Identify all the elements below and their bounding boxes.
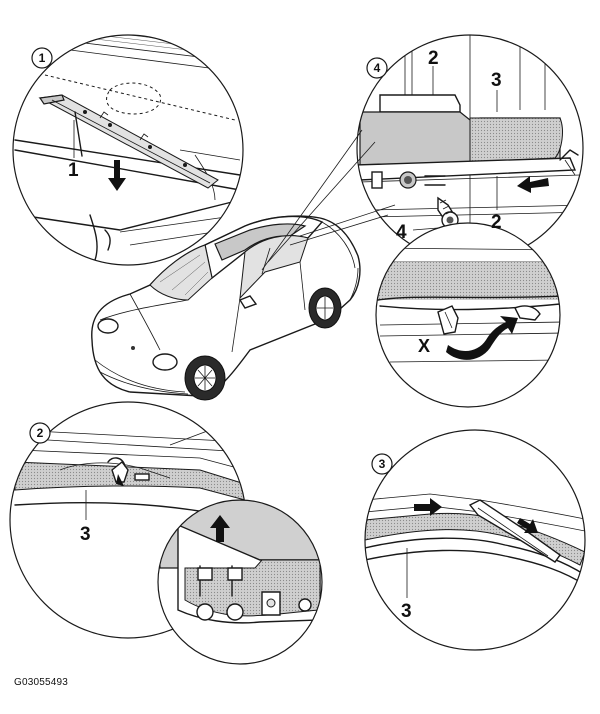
callout-part-1: 1 (68, 160, 79, 181)
callout-part-3-bottom-right: 3 (401, 601, 412, 622)
callout-part-4: 4 (396, 222, 407, 243)
callout-part-3-bottom-left: 3 (80, 524, 91, 545)
svg-text:2: 2 (37, 426, 44, 440)
callout-part-2-top: 2 (428, 48, 439, 69)
detail-seal-holes-inset (157, 499, 323, 665)
figure-id: G03055493 (14, 677, 69, 688)
callout-part-2-right: 2 (491, 212, 502, 233)
callout-leaders (73, 66, 498, 598)
detail-seal-pull (364, 429, 586, 651)
car-illustration (91, 215, 361, 401)
svg-text:3: 3 (379, 457, 386, 471)
svg-text:4: 4 (374, 61, 381, 75)
detail-clip-rotation (375, 222, 561, 408)
detail-marker-3: 3 (371, 453, 393, 475)
callout-part-3-top: 3 (491, 70, 502, 91)
detail-marker-1: 1 (31, 47, 53, 69)
rotation-label-x: X (418, 336, 430, 356)
detail-roof-trim-removal (12, 34, 244, 266)
leader-lines (261, 129, 396, 271)
callout-labels: 1 2 3 2 4 3 3 X (68, 48, 502, 622)
detail-marker-4: 4 (366, 57, 388, 79)
detail-screw-removal (356, 34, 584, 262)
detail-marker-2: 2 (29, 422, 51, 444)
svg-text:1: 1 (39, 51, 46, 65)
